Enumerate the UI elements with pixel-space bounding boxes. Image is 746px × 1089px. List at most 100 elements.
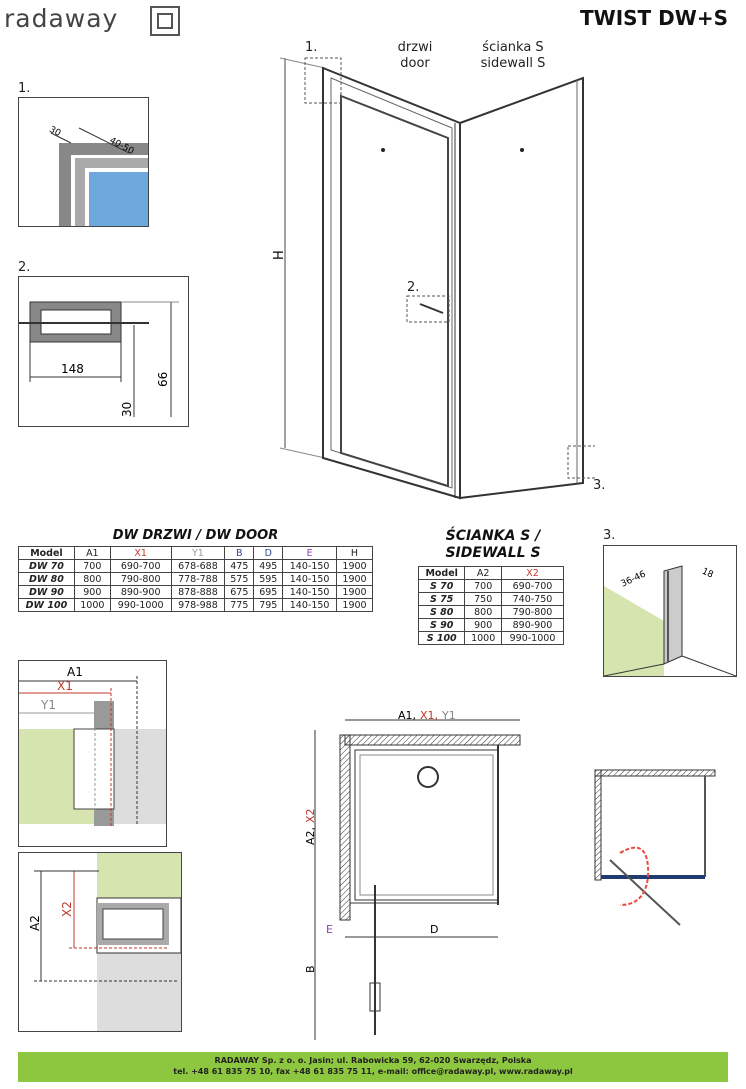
svg-text:Y1: Y1 xyxy=(441,709,456,722)
footer-address: RADAWAY Sp. z o. o. Jasin; ul. Rabowicka… xyxy=(214,1056,532,1065)
logo-square-icon xyxy=(150,6,180,36)
svg-text:D: D xyxy=(430,923,438,936)
cell: 890-900 xyxy=(109,585,172,599)
footer-bar: RADAWAY Sp. z o. o. Jasin; ul. Rabowicka… xyxy=(18,1052,728,1082)
cell: DW 90 xyxy=(18,585,75,599)
main-enclosure-drawing: H xyxy=(272,57,595,500)
detail-a2-box: A2 X2 xyxy=(18,852,182,1032)
cell: 1900 xyxy=(336,598,373,612)
cell: 778-788 xyxy=(170,572,226,586)
detail-a1-box: A1 X1 Y1 xyxy=(18,660,167,847)
col-header: Model xyxy=(18,546,75,560)
marker-label-3: 3. xyxy=(593,478,606,493)
cell: 990-1000 xyxy=(501,631,564,645)
col-header: A2 xyxy=(464,566,502,580)
door-swing-plan xyxy=(594,769,716,926)
svg-text:Y1: Y1 xyxy=(40,698,56,712)
cell: 140-150 xyxy=(282,585,338,599)
cell: 475 xyxy=(224,559,255,573)
sidewall-title-en: SIDEWALL S xyxy=(445,545,541,561)
cell: 690-700 xyxy=(109,559,172,573)
svg-text:30: 30 xyxy=(47,125,62,139)
col-header: E xyxy=(282,546,338,560)
col-header: Y1 xyxy=(170,546,226,560)
svg-text:X1,: X1, xyxy=(420,709,438,722)
cell: 900 xyxy=(73,585,111,599)
sidewall-label-en: sidewall S xyxy=(480,56,546,71)
cell: 1900 xyxy=(336,572,373,586)
cell: 890-900 xyxy=(501,618,564,632)
cell: 595 xyxy=(253,572,284,586)
detail-2-box: 148 30 66 xyxy=(18,276,189,427)
cell: 140-150 xyxy=(282,598,338,612)
col-header: X1 xyxy=(109,546,172,560)
cell: S 75 xyxy=(417,592,466,606)
col-header: Model xyxy=(417,566,466,580)
cell: 140-150 xyxy=(282,572,338,586)
svg-text:18: 18 xyxy=(700,567,715,581)
svg-text:X1: X1 xyxy=(57,679,73,693)
marker-label-1: 1. xyxy=(305,40,318,55)
detail-3-marker xyxy=(567,445,595,479)
cell: 978-988 xyxy=(170,598,226,612)
svg-text:A1: A1 xyxy=(67,665,83,679)
svg-text:X2: X2 xyxy=(60,901,74,917)
detail-3-box: 36-46 18 xyxy=(603,545,737,677)
cell: 1000 xyxy=(464,631,502,645)
cell: DW 70 xyxy=(18,559,75,573)
svg-text:B: B xyxy=(304,965,317,973)
door-frame xyxy=(322,66,461,500)
detail-1-box: 30 40-50 xyxy=(18,97,149,227)
cell: 495 xyxy=(253,559,284,573)
col-header: H xyxy=(336,546,373,560)
door-label-pl: drzwi xyxy=(397,40,433,55)
table-header-row: Model A1 X1 Y1 B D E H xyxy=(18,546,373,560)
cell: 695 xyxy=(253,585,284,599)
svg-text:36-46: 36-46 xyxy=(620,569,648,589)
detail-1-marker xyxy=(304,57,342,104)
cell: 1900 xyxy=(336,559,373,573)
footer-contact: tel. +48 61 835 75 10, fax +48 61 835 75… xyxy=(173,1067,573,1076)
cell: 750 xyxy=(464,592,502,606)
plan-view-drawing: A1, X1, Y1 A2, X2 B E D xyxy=(304,709,521,1040)
cell: 1000 xyxy=(73,598,111,612)
detail-2-marker xyxy=(406,295,450,323)
cell: 690-700 xyxy=(501,579,564,593)
cell: 140-150 xyxy=(282,559,338,573)
cell: 740-750 xyxy=(501,592,564,606)
cell: 790-800 xyxy=(501,605,564,619)
door-label-en: door xyxy=(400,56,430,71)
cell: 675 xyxy=(224,585,255,599)
marker-label-2: 2. xyxy=(407,280,420,295)
cell: 878-888 xyxy=(170,585,226,599)
detail-1-label: 1. xyxy=(18,81,31,96)
svg-text:X2: X2 xyxy=(304,808,317,823)
sidewall-label-pl: ścianka S xyxy=(482,40,544,55)
svg-text:30: 30 xyxy=(120,402,134,417)
svg-text:A2,: A2, xyxy=(304,827,317,845)
cell: DW 80 xyxy=(18,572,75,586)
cell: 1900 xyxy=(336,585,373,599)
col-header: B xyxy=(224,546,255,560)
cell: 990-1000 xyxy=(109,598,172,612)
cell: 575 xyxy=(224,572,255,586)
brand-logo: radaway xyxy=(4,4,119,33)
product-title: TWIST DW+S xyxy=(580,6,728,30)
cell: 900 xyxy=(464,618,502,632)
cell: 800 xyxy=(464,605,502,619)
cell: S 100 xyxy=(417,631,466,645)
svg-text:66: 66 xyxy=(156,372,170,387)
cell: 700 xyxy=(464,579,502,593)
sidewall-title-pl: ŚCIANKA S / xyxy=(445,528,541,544)
svg-text:E: E xyxy=(326,923,333,936)
col-header: X2 xyxy=(501,566,564,580)
svg-text:A1,: A1, xyxy=(398,709,416,722)
cell: 795 xyxy=(253,598,284,612)
